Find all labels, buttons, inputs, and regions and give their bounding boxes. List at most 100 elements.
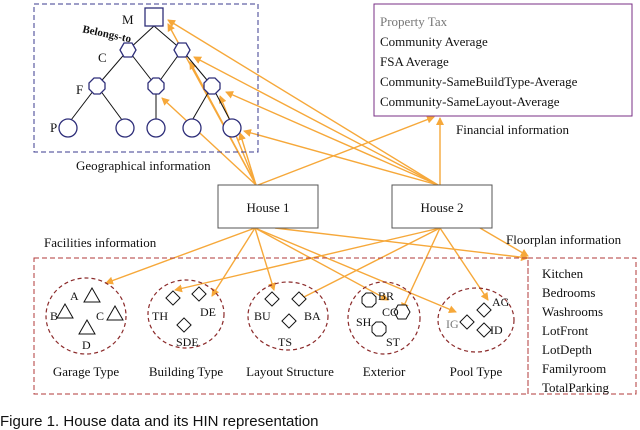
- node-p-circle: [115, 118, 135, 138]
- edge-h1-fin: [257, 115, 435, 186]
- edges: [105, 19, 529, 313]
- edge-h2-m: [167, 19, 439, 186]
- edge-h2-p: [243, 129, 439, 186]
- diamond-icon: [459, 314, 475, 330]
- symbol-label: BA: [304, 309, 321, 323]
- node-f-octagon: [203, 77, 221, 95]
- house-2-label: House 2: [421, 200, 464, 215]
- symbol-label: AG: [492, 295, 510, 309]
- house-1-node: [217, 184, 319, 229]
- edge-h1-pool: [254, 227, 457, 313]
- diamond-icon: [291, 291, 307, 307]
- triangle-icon: [83, 286, 101, 303]
- floorplan-caption: Floorplan information: [506, 232, 622, 247]
- floorplan-item: Familyroom: [542, 361, 606, 376]
- geographical-caption: Geographical information: [76, 158, 211, 173]
- octagon-icon: [361, 292, 377, 308]
- triangle-icon: [56, 302, 74, 319]
- diamond-icon: [165, 290, 181, 306]
- symbol-label: ST: [386, 335, 401, 349]
- financial-item: FSA Average: [380, 54, 449, 69]
- node-f-octagon: [147, 77, 165, 95]
- triangle-icon: [106, 304, 124, 321]
- node-p-circle: [182, 118, 202, 138]
- edge-h2-layout: [297, 227, 441, 301]
- edge-h2-pool: [439, 227, 489, 301]
- edge-h1-c: [189, 61, 257, 186]
- floorplan-item: Washrooms: [542, 304, 603, 319]
- diamond-icon: [176, 317, 192, 333]
- group-name: Garage Type: [53, 364, 120, 379]
- symbol-label: TH: [152, 309, 168, 323]
- symbol-label: TS: [278, 335, 292, 349]
- group-ellipse: [247, 281, 329, 351]
- edge-h1-p: [238, 132, 257, 186]
- group-ellipse: [347, 281, 421, 355]
- edge-h1-floor: [274, 227, 529, 262]
- level-label-f: F: [76, 82, 83, 97]
- financial-item: Property Tax: [380, 14, 448, 29]
- house-2-node: [391, 184, 493, 229]
- edge-h2-c: [193, 56, 439, 186]
- edge-h2-floor: [479, 227, 529, 257]
- edge-h1-layout: [254, 227, 276, 291]
- symbol-label: BR: [378, 289, 394, 303]
- node-c-hexagon: [173, 42, 191, 58]
- group-ellipse: [437, 287, 515, 353]
- symbol-label: C: [96, 309, 104, 323]
- symbol-label: ID: [490, 323, 503, 337]
- group-name: Exterior: [363, 364, 406, 379]
- diamond-icon: [264, 291, 280, 307]
- financial-item: Community-SameBuildType-Average: [380, 74, 578, 89]
- geographical-section: Belongs-to M C F P: [33, 3, 259, 153]
- floorplan-item: Bedrooms: [542, 285, 595, 300]
- symbol-label: SDE: [176, 335, 199, 349]
- symbol-label: D: [82, 338, 91, 352]
- level-label-p: P: [50, 120, 57, 135]
- floorplan-item: LotFront: [542, 323, 589, 338]
- edge-h2-exterior: [401, 227, 441, 311]
- geographical-box: [33, 3, 259, 153]
- level-label-m: M: [122, 12, 134, 27]
- symbol-label: SH: [356, 315, 372, 329]
- floorplan-list: Kitchen Bedrooms Washrooms LotFront LotD…: [542, 266, 609, 395]
- financial-box: [373, 3, 633, 117]
- floorplan-item: LotDepth: [542, 342, 592, 357]
- tree-edges: [67, 25, 233, 125]
- symbol-label: BU: [254, 309, 271, 323]
- diamond-icon: [476, 322, 492, 338]
- group-exterior: BR CO SH ST: [347, 281, 421, 355]
- diamond-icon: [476, 302, 492, 318]
- group-name: Layout Structure: [246, 364, 334, 379]
- node-m-square: [144, 7, 164, 27]
- node-p-circle: [146, 118, 166, 138]
- edge-h1-f1: [161, 97, 257, 186]
- edge-h1-garage: [105, 227, 256, 285]
- financial-section: Property Tax Community Average FSA Avera…: [373, 3, 633, 117]
- edge-h1-building: [211, 227, 256, 297]
- group-ellipse: [147, 279, 225, 349]
- node-p-circle: [58, 118, 78, 138]
- diamond-icon: [281, 313, 297, 329]
- level-label-c: C: [98, 50, 107, 65]
- floorplan-item: TotalParking: [542, 380, 609, 395]
- figure-caption: Figure 1. House data and its HIN represe…: [0, 413, 319, 430]
- group-layout-structure: BU BA TS: [247, 281, 329, 351]
- group-name: Building Type: [149, 364, 224, 379]
- node-c-hexagon: [119, 42, 137, 58]
- group-garage-type: A B C D: [45, 277, 127, 355]
- diamond-icon: [191, 286, 207, 302]
- symbol-label: B: [50, 309, 58, 323]
- facilities-caption: Facilities information: [44, 235, 157, 250]
- octagon-icon: [371, 321, 387, 337]
- symbol-label: CO: [382, 305, 399, 319]
- floorplan-item: Kitchen: [542, 266, 584, 281]
- symbol-label: DE: [200, 305, 216, 319]
- group-building-type: TH DE SDE: [147, 279, 225, 349]
- node-f-octagon: [88, 77, 106, 95]
- symbol-label: IG: [446, 317, 459, 331]
- floorplan-box: [527, 257, 637, 395]
- triangle-icon: [78, 318, 96, 335]
- edge-h2-f: [225, 91, 439, 186]
